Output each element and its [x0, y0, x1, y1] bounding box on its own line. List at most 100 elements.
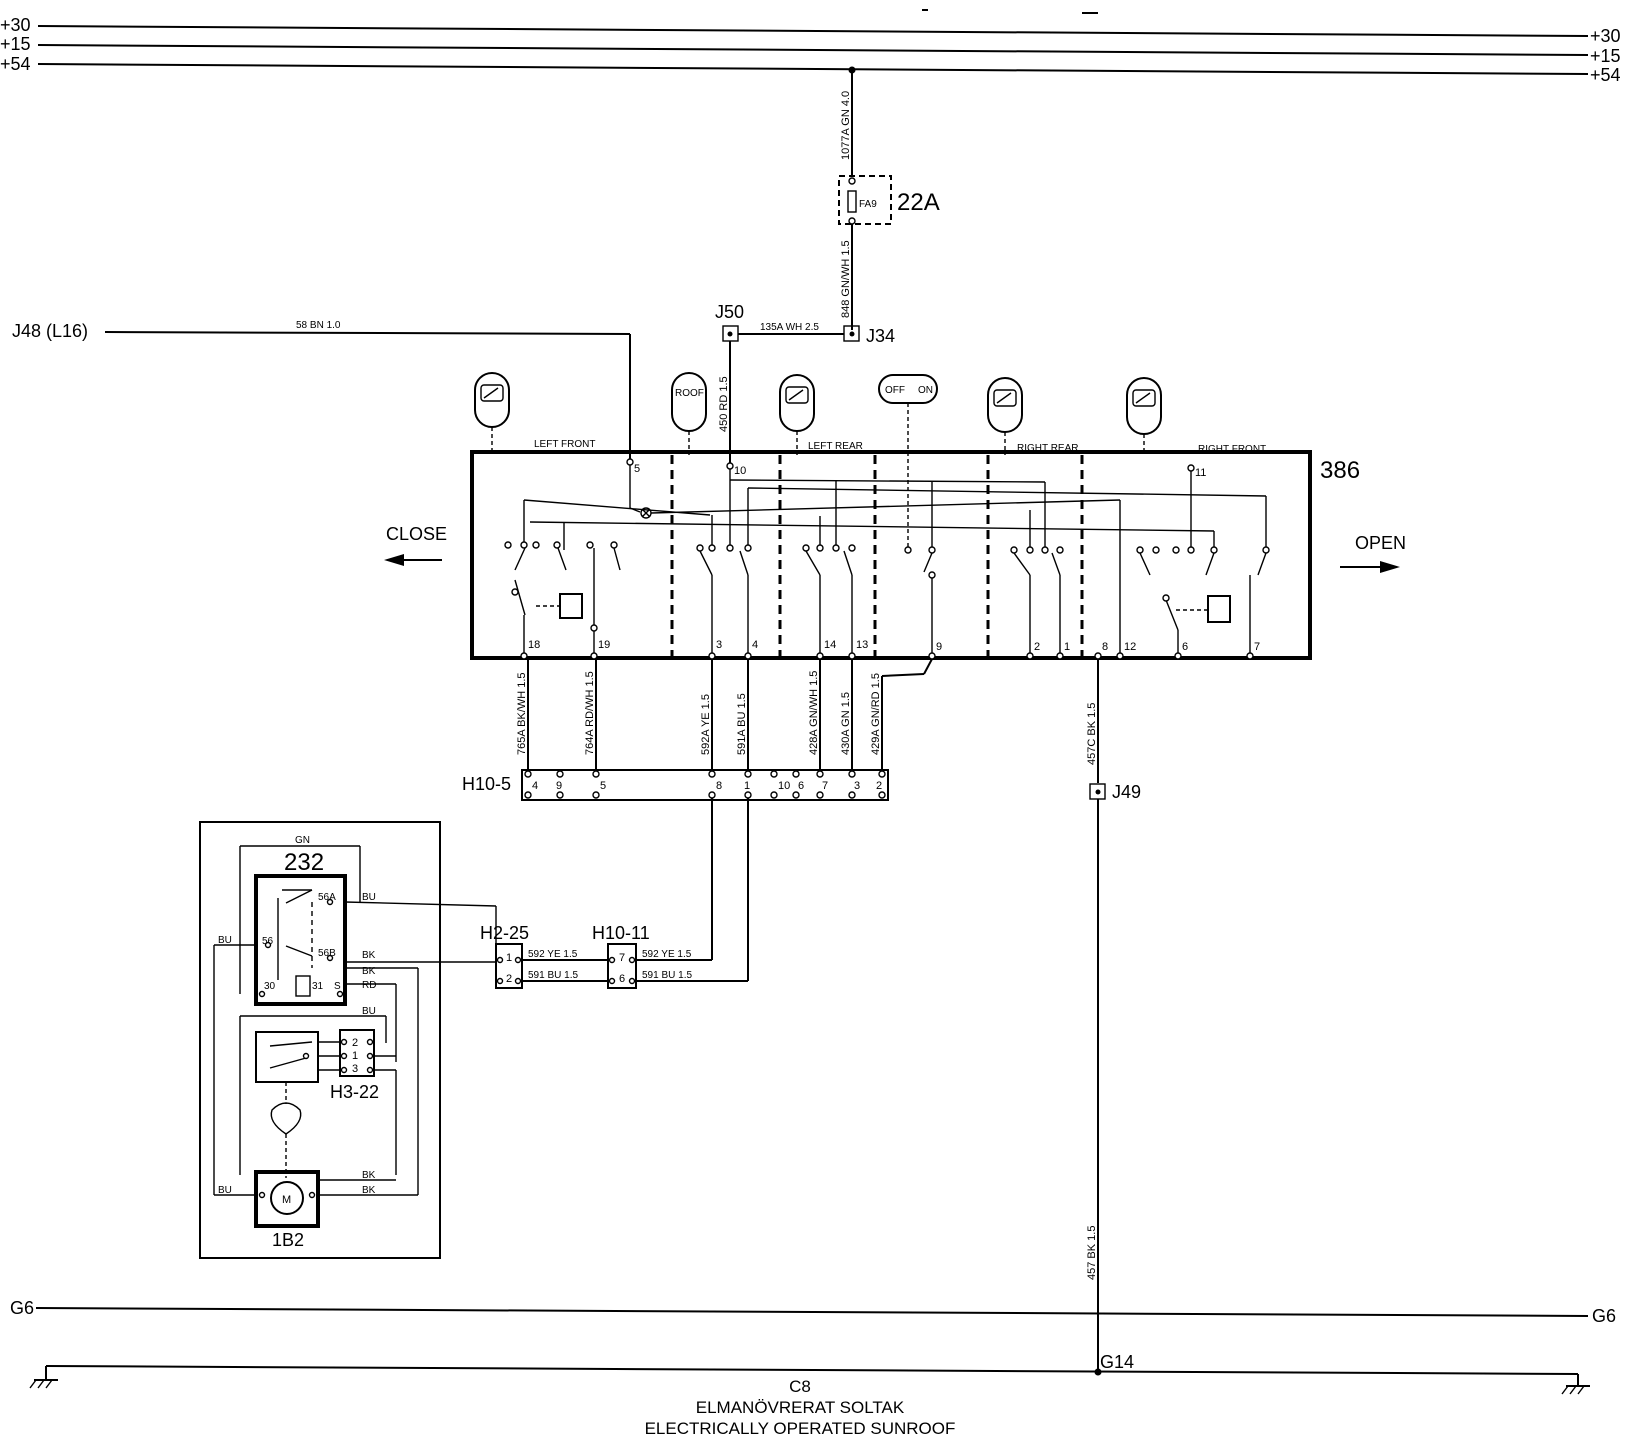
g6-label-left: G6 — [10, 1298, 34, 1318]
h10-11-to-h2-25-wires: 592 YE 1.5 591 BU 1.5 — [522, 949, 608, 982]
pin-18: 18 — [528, 639, 540, 651]
fuse-element — [847, 190, 857, 213]
connector-h10-11-label: H10-11 — [592, 923, 650, 943]
wire-450-label: 450 RD 1.5 — [718, 376, 730, 432]
fuse-box — [838, 175, 892, 225]
supply-rails: +30 +15 +54 +30 +15 +54 — [0, 9, 1621, 85]
g6-label-right: G6 — [1592, 1306, 1616, 1326]
relay-terminal-56b: 56B — [318, 948, 336, 959]
wire-591-label-a: 591 BU 1.5 — [642, 970, 692, 981]
motor-1b2-box — [254, 1170, 320, 1228]
pin-1: 1 — [1064, 641, 1070, 653]
wire-429a-label: 429A GN/RD 1.5 — [870, 673, 882, 755]
motor-1b2-label: 1B2 — [272, 1230, 304, 1250]
h2-25-pin-1: 1 — [506, 952, 512, 964]
close-arrow-icon — [384, 554, 404, 566]
wire-457-label: 457 BK 1.5 — [1086, 1226, 1098, 1280]
wire-bk-motor-1: BK — [362, 1170, 376, 1181]
pin-13: 13 — [856, 639, 868, 651]
roof-label: ROOF — [675, 388, 704, 399]
switch-right-front-button[interactable] — [1126, 377, 1162, 455]
rail-30 — [37, 25, 1589, 37]
cam-icon — [270, 1102, 302, 1135]
on-label: ON — [918, 385, 933, 396]
junction-j50-label: J50 — [715, 302, 744, 322]
rail-54-label-right: +54 — [1590, 65, 1621, 85]
bottom-pins: 18 19 3 4 14 13 9 2 1 8 12 6 7 — [520, 639, 1260, 660]
wire-135a-label: 135A WH 2.5 — [760, 322, 819, 333]
h10-5-pin-4: 4 — [532, 780, 538, 792]
relay-terminal-30: 30 — [264, 981, 276, 992]
contacts-roof — [696, 544, 752, 660]
pin-2: 2 — [1034, 641, 1040, 653]
j48-feed: J48 (L16) 58 BN 1.0 — [12, 320, 631, 462]
rail-30-label-left: +30 — [0, 15, 31, 35]
wire-bk-relay-2: BK — [362, 966, 376, 977]
relay-232-box — [254, 874, 347, 1006]
wire-58-label: 58 BN 1.0 — [296, 320, 341, 331]
pin-12: 12 — [1124, 641, 1136, 653]
switch-buttons: ROOF OFF ON — [474, 372, 1162, 550]
wire-rd-relay: RD — [362, 980, 376, 991]
h10-5-pin-8: 8 — [716, 780, 722, 792]
relay-terminal-56: 56 — [262, 936, 274, 947]
ground-bus — [45, 1365, 1579, 1375]
wire-bu-relay-1: BU — [362, 892, 376, 903]
g14-label: G14 — [1100, 1352, 1134, 1372]
connector-h2-25: H2-25 1 2 — [480, 923, 529, 989]
ground-left-icon — [29, 1366, 58, 1389]
diagram-code: C8 — [789, 1377, 811, 1396]
rail-30-label-right: +30 — [1590, 26, 1621, 46]
contacts-right-rear — [1010, 546, 1064, 660]
rail-15-label-left: +15 — [0, 34, 31, 54]
wire-592a-label: 592A YE 1.5 — [700, 694, 712, 755]
section-right-front: RIGHT FRONT — [1198, 444, 1266, 455]
wire-bu-relay-2: BU — [218, 935, 232, 946]
pin-3: 3 — [716, 639, 722, 651]
connector-h10-5-label: H10-5 — [462, 774, 511, 794]
junction-j49-label: J49 — [1112, 782, 1141, 802]
junction-j34-label: J34 — [866, 326, 895, 346]
wire-848-label: 848 GN/WH 1.5 — [840, 240, 852, 318]
relay-terminal-31: 31 — [312, 981, 324, 992]
footer: C8 ELMANÖVRERAT SOLTAK ELECTRICALLY OPER… — [645, 1377, 956, 1438]
section-right-rear: RIGHT REAR — [1017, 443, 1079, 454]
switch-off-on-button[interactable]: OFF ON — [878, 374, 938, 550]
h10-5-pin-3: 3 — [854, 780, 860, 792]
h10-5-pin-1: 1 — [744, 780, 750, 792]
pin-14: 14 — [824, 639, 836, 651]
relay-232-label: 232 — [284, 849, 324, 876]
wire-bk-relay-1: BK — [362, 950, 376, 961]
fuse-label: FA9 — [859, 199, 877, 210]
close-label: CLOSE — [386, 524, 447, 544]
direction-indicators: CLOSE OPEN — [384, 524, 1406, 573]
switch-right-rear-button[interactable] — [987, 377, 1023, 455]
pin-10: 10 — [734, 465, 746, 477]
wire-591a-label: 591A BU 1.5 — [736, 693, 748, 755]
switch-panel-frame — [470, 450, 1312, 660]
h10-5-pin-5: 5 — [600, 780, 606, 792]
fuse-id: 22A — [897, 189, 940, 216]
section-left-rear: LEFT REAR — [808, 441, 863, 452]
wire-591-label-b: 591 BU 1.5 — [528, 970, 578, 981]
open-arrow-icon — [1380, 561, 1400, 573]
switch-left-front-button[interactable] — [474, 372, 510, 455]
pin-19: 19 — [598, 639, 610, 651]
h10-5-to-h10-11-wires: 592 YE 1.5 591 BU 1.5 — [632, 798, 749, 982]
h10-5-pin-6: 6 — [798, 780, 804, 792]
h10-5-pin-9: 9 — [556, 780, 562, 792]
h3-22-pin-2: 2 — [352, 1037, 358, 1049]
switch-roof-button[interactable]: ROOF — [671, 372, 707, 455]
switch-left-rear-button[interactable] — [779, 374, 815, 455]
ground-rails: G6 G6 G14 — [10, 1298, 1616, 1395]
section-left-front: LEFT FRONT — [534, 439, 595, 450]
wire-764a-label: 764A RD/WH 1.5 — [584, 671, 596, 755]
h3-22-pin-1: 1 — [352, 1050, 358, 1062]
wire-765a-label: 765A BK/WH 1.5 — [516, 672, 528, 755]
panel-to-h10-5-wires: 765A BK/WH 1.5 764A RD/WH 1.5 592A YE 1.… — [516, 658, 933, 773]
rail-15 — [37, 44, 1589, 56]
pin-8: 8 — [1102, 641, 1108, 653]
wire-457c-label: 457C BK 1.5 — [1086, 703, 1098, 765]
ground-right-icon — [1561, 1374, 1590, 1395]
pin-4: 4 — [752, 639, 758, 651]
